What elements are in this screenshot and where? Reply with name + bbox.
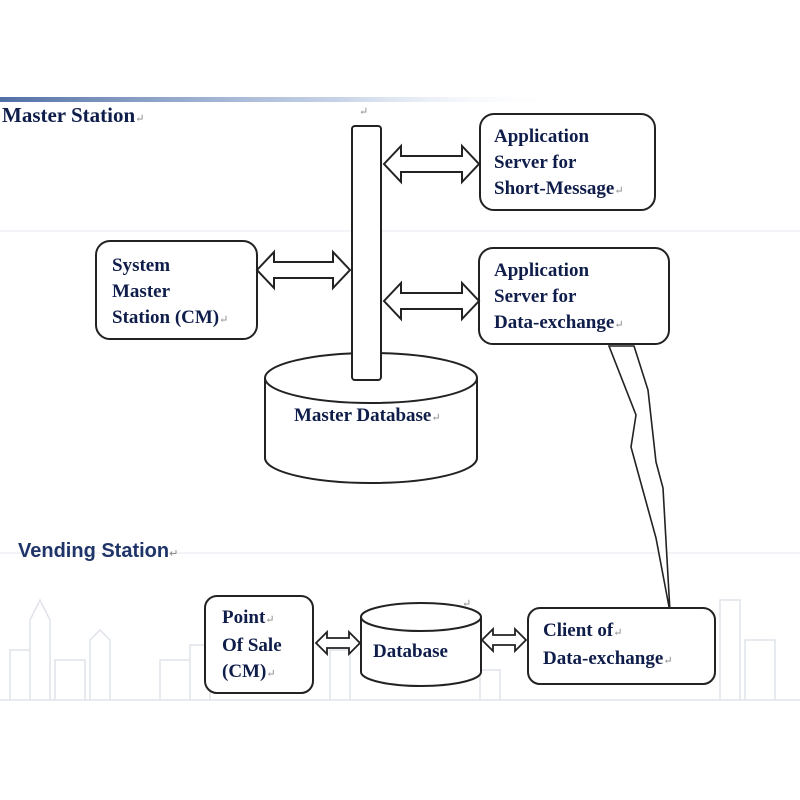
- paragraph-mark: ↵: [462, 598, 472, 610]
- sms-server-line: Application: [494, 126, 590, 147]
- wireless-link-bolt: [607, 345, 671, 613]
- double-arrow-database-client: [480, 626, 528, 654]
- client-data-exchange-label: Client of↵ Data-exchange↵: [543, 618, 673, 674]
- system-master-line: System: [112, 255, 171, 276]
- pos-line: (CM): [222, 661, 267, 682]
- double-arrow-pos-database: [314, 629, 362, 657]
- master-station-title: Master Station↵: [2, 103, 144, 128]
- client-data-exchange-box: [527, 607, 716, 685]
- pos-box: [204, 595, 314, 694]
- system-master-box: [95, 240, 258, 340]
- sms-server-label: Application Server for Short-Message↵: [494, 124, 624, 204]
- data-exchange-server-line: Data-exchange↵: [494, 312, 624, 333]
- pos-line: Of Sale: [222, 635, 282, 656]
- system-master-label: System Master Station (CM)↵: [112, 253, 228, 333]
- paragraph-mark: ↵: [663, 655, 673, 667]
- double-arrow-sms: [382, 143, 481, 185]
- data-exchange-server-line: Server for: [494, 286, 577, 307]
- master-database-text: Master Database: [294, 405, 432, 426]
- data-exchange-server-line: Application: [494, 260, 590, 281]
- system-master-line: Station (CM)↵: [112, 307, 229, 328]
- sms-server-line: Server for: [494, 152, 577, 173]
- double-arrow-system-master: [255, 249, 352, 291]
- client-data-exchange-line: Data-exchange: [543, 648, 664, 669]
- pos-label: Point↵ Of Sale (CM)↵: [222, 605, 282, 687]
- system-master-line: Master: [112, 281, 171, 302]
- master-bus: [351, 125, 382, 381]
- paragraph-mark: ↵: [219, 314, 229, 326]
- paragraph-mark: ↵: [613, 627, 623, 639]
- paragraph-mark: ↵: [266, 668, 276, 680]
- paragraph-mark: ↵: [265, 614, 275, 626]
- master-station-title-text: Master Station: [2, 103, 136, 127]
- database-text: Database: [373, 641, 448, 662]
- sms-server-line: Short-Message↵: [494, 178, 624, 199]
- vending-station-title-text: Vending Station: [18, 540, 170, 562]
- paragraph-mark: ↵: [359, 106, 369, 118]
- paragraph-mark: ↵: [135, 113, 145, 125]
- vending-station-title: Vending Station↵: [18, 540, 178, 563]
- master-database-label: Master Database↵: [294, 403, 441, 431]
- data-exchange-server-box: [478, 247, 670, 345]
- paragraph-mark: ↵: [614, 319, 624, 331]
- database-label: Database: [373, 639, 448, 665]
- paragraph-mark: ↵: [431, 412, 441, 424]
- client-data-exchange-line: Client of: [543, 620, 614, 641]
- double-arrow-data-exchange: [382, 280, 481, 322]
- pos-line: Point: [222, 607, 266, 628]
- paragraph-mark: ↵: [169, 548, 179, 560]
- data-exchange-server-label: Application Server for Data-exchange↵: [494, 258, 624, 338]
- header-band: [0, 97, 560, 102]
- skyline-background: [0, 598, 800, 701]
- paragraph-mark: ↵: [614, 185, 624, 197]
- sms-server-box: [479, 113, 656, 211]
- database-cylinder: [360, 602, 482, 687]
